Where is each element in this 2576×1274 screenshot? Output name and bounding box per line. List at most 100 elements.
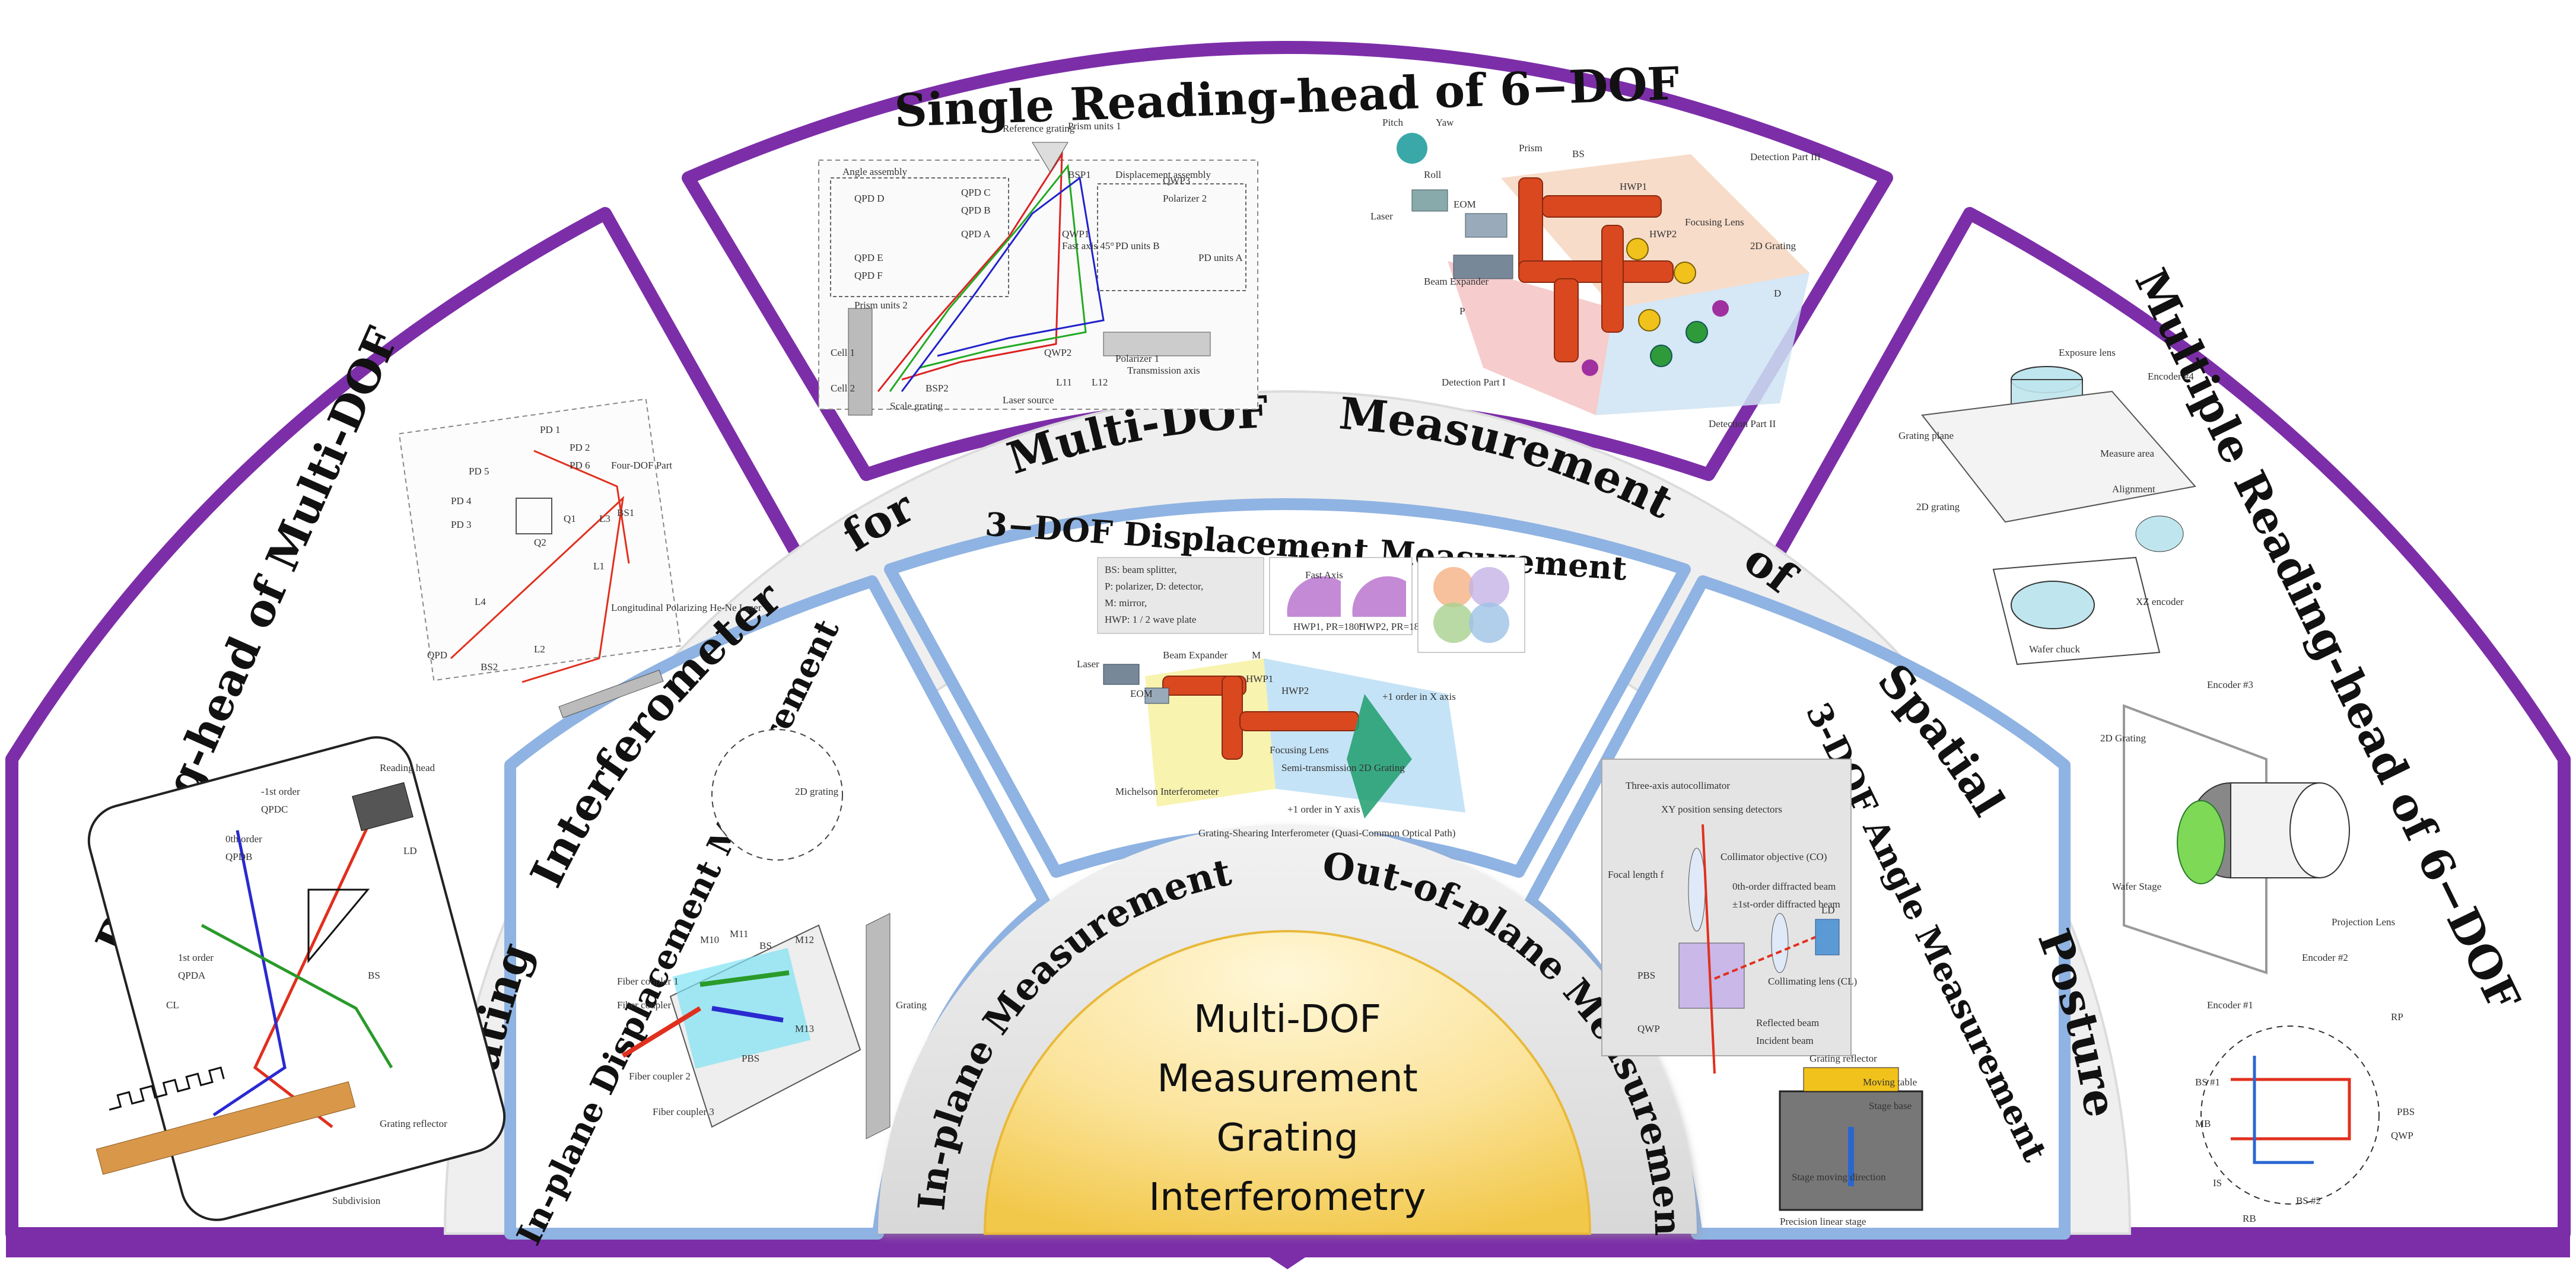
svg-text:Fiber coupler 3: Fiber coupler 3 — [653, 1106, 714, 1117]
svg-text:QWP3: QWP3 — [1163, 175, 1190, 186]
svg-text:BSP1: BSP1 — [1068, 169, 1091, 180]
svg-text:Reflected beam: Reflected beam — [1756, 1017, 1819, 1028]
bottom-notch — [1270, 1257, 1305, 1269]
svg-text:PBS: PBS — [742, 1053, 759, 1064]
svg-text:Stage moving direction: Stage moving direction — [1792, 1171, 1886, 1183]
svg-text:Alignment: Alignment — [2112, 483, 2155, 495]
svg-text:Polarizer 2: Polarizer 2 — [1163, 193, 1207, 204]
svg-text:Prism: Prism — [1519, 142, 1543, 154]
svg-text:Michelson Interferometer: Michelson Interferometer — [1115, 786, 1219, 797]
svg-text:Measure area: Measure area — [2100, 448, 2155, 459]
svg-text:BS: BS — [1572, 148, 1585, 160]
center-line-3: Grating — [1216, 1116, 1358, 1160]
svg-text:Prism units 2: Prism units 2 — [854, 300, 908, 311]
svg-text:XZ encoder: XZ encoder — [2136, 596, 2184, 607]
svg-text:HWP2: HWP2 — [1649, 228, 1677, 240]
svg-text:QPD B: QPD B — [961, 205, 991, 216]
svg-text:QPD A: QPD A — [961, 228, 991, 240]
top-left-schematic: Angle assembly Reference grating Prism u… — [818, 120, 1258, 416]
center-line-1: Multi-DOF — [1194, 998, 1381, 1042]
svg-text:+1 order in Y axis: +1 order in Y axis — [1287, 804, 1360, 815]
svg-text:Pitch: Pitch — [1382, 117, 1403, 128]
svg-text:PD units B: PD units B — [1115, 240, 1160, 251]
svg-text:Grating reflector: Grating reflector — [380, 1118, 447, 1129]
svg-text:Subdivision: Subdivision — [332, 1195, 381, 1206]
svg-text:Fiber coupler: Fiber coupler — [617, 999, 671, 1011]
svg-text:QPDB: QPDB — [225, 851, 252, 862]
svg-text:HWP2: HWP2 — [1281, 685, 1309, 696]
svg-text:Incident beam: Incident beam — [1756, 1035, 1814, 1046]
svg-text:Cell 2: Cell 2 — [831, 383, 855, 394]
center-legend-box: BS: beam splitter, P: polarizer, D: dete… — [1097, 557, 1264, 634]
svg-text:Beam Expander: Beam Expander — [1163, 649, 1227, 661]
svg-text:L1: L1 — [593, 560, 605, 572]
svg-text:BS2: BS2 — [481, 661, 498, 673]
svg-text:M10: M10 — [700, 934, 719, 945]
svg-text:Fiber coupler 1: Fiber coupler 1 — [617, 976, 679, 987]
svg-text:1st order: 1st order — [178, 952, 214, 963]
svg-text:Focusing Lens: Focusing Lens — [1685, 216, 1744, 228]
svg-text:+1 order in X axis: +1 order in X axis — [1382, 691, 1456, 702]
svg-text:Four-DOF Part: Four-DOF Part — [611, 460, 672, 471]
svg-text:PD 3: PD 3 — [451, 519, 471, 530]
left-bottom-schematic: Reading head LD BS QPDA QPDB QPDC 1st or… — [87, 736, 506, 1221]
svg-text:Beam Expander: Beam Expander — [1424, 276, 1489, 287]
svg-text:L2: L2 — [534, 644, 545, 655]
svg-text:Cell 1: Cell 1 — [831, 347, 855, 358]
svg-text:QWP: QWP — [2391, 1130, 2413, 1141]
svg-text:2D Grating: 2D Grating — [2100, 732, 2146, 744]
svg-text:Three-axis autocollimator: Three-axis autocollimator — [1626, 780, 1730, 791]
svg-text:Wafer chuck: Wafer chuck — [2029, 644, 2080, 655]
svg-text:Laser source: Laser source — [1003, 394, 1054, 406]
svg-text:PD units A: PD units A — [1198, 252, 1243, 263]
bottom-purple-bar — [6, 1234, 2570, 1257]
svg-text:BS: beam splitter,: BS: beam splitter, — [1105, 564, 1177, 575]
svg-text:Encoder #4: Encoder #4 — [2148, 371, 2194, 382]
svg-text:Angle assembly: Angle assembly — [842, 166, 908, 177]
svg-text:Scale grating: Scale grating — [890, 400, 943, 412]
svg-text:Displacement assembly: Displacement assembly — [1115, 169, 1211, 180]
svg-text:Roll: Roll — [1424, 169, 1442, 180]
svg-text:PD 6: PD 6 — [570, 460, 590, 471]
svg-text:Projection Lens: Projection Lens — [2332, 916, 2395, 928]
svg-text:Fiber coupler 2: Fiber coupler 2 — [629, 1071, 691, 1082]
svg-text:PBS: PBS — [1637, 970, 1655, 981]
svg-text:QPD E: QPD E — [854, 252, 883, 263]
svg-text:2D grating: 2D grating — [1916, 501, 1960, 512]
svg-text:IS: IS — [2213, 1177, 2222, 1189]
svg-text:Detection Part I: Detection Part I — [1442, 377, 1506, 388]
svg-text:Grating plane: Grating plane — [1898, 430, 1954, 441]
right-panel-schematics: Exposure lens Encoder #4 Measure area Al… — [1898, 347, 2415, 1224]
center-line-2: Measurement — [1157, 1057, 1417, 1101]
svg-text:Precision linear stage: Precision linear stage — [1780, 1216, 1866, 1227]
svg-text:RB: RB — [2243, 1213, 2256, 1224]
svg-text:D: D — [1774, 288, 1781, 299]
center-title: Multi-DOF Measurement Grating Interferom… — [1149, 998, 1426, 1219]
svg-text:±1st-order diffracted beam: ±1st-order diffracted beam — [1732, 899, 1840, 910]
svg-text:QWP2: QWP2 — [1044, 347, 1071, 358]
svg-text:EOM: EOM — [1130, 688, 1153, 699]
svg-text:L4: L4 — [475, 596, 486, 607]
svg-text:M12: M12 — [795, 934, 814, 945]
svg-text:RP: RP — [2391, 1011, 2403, 1023]
svg-text:Fast Axis: Fast Axis — [1305, 569, 1343, 581]
angle-schematic: Three-axis autocollimator XY position se… — [1601, 759, 1923, 1227]
center-line-4: Interferometry — [1149, 1176, 1426, 1219]
svg-text:Encoder #3: Encoder #3 — [2207, 679, 2253, 690]
top-right-3d-optics: Pitch Yaw Roll Laser EOM Beam Expander P… — [1370, 117, 1821, 429]
svg-text:Wafer Stage: Wafer Stage — [2112, 881, 2161, 892]
svg-text:PD 5: PD 5 — [469, 466, 489, 477]
svg-text:Reference grating: Reference grating — [1003, 123, 1075, 134]
svg-text:2D grating: 2D grating — [795, 786, 839, 797]
svg-text:QWP: QWP — [1637, 1023, 1660, 1034]
svg-text:P: polarizer, D: detector,: P: polarizer, D: detector, — [1105, 581, 1203, 592]
svg-text:Collimating lens (CL): Collimating lens (CL) — [1768, 976, 1857, 987]
svg-text:Yaw: Yaw — [1436, 117, 1454, 128]
svg-text:Stage base: Stage base — [1869, 1100, 1912, 1111]
svg-text:BSP2: BSP2 — [926, 383, 949, 394]
svg-text:Q1: Q1 — [564, 513, 576, 524]
svg-text:QPD: QPD — [427, 649, 447, 661]
svg-text:Fast axis 45°: Fast axis 45° — [1062, 240, 1114, 251]
svg-text:L3: L3 — [599, 513, 610, 524]
center-waveplate-diagram: Fast Axis HWP1, PR=180° HWP2, PR=180° — [1269, 557, 1428, 635]
